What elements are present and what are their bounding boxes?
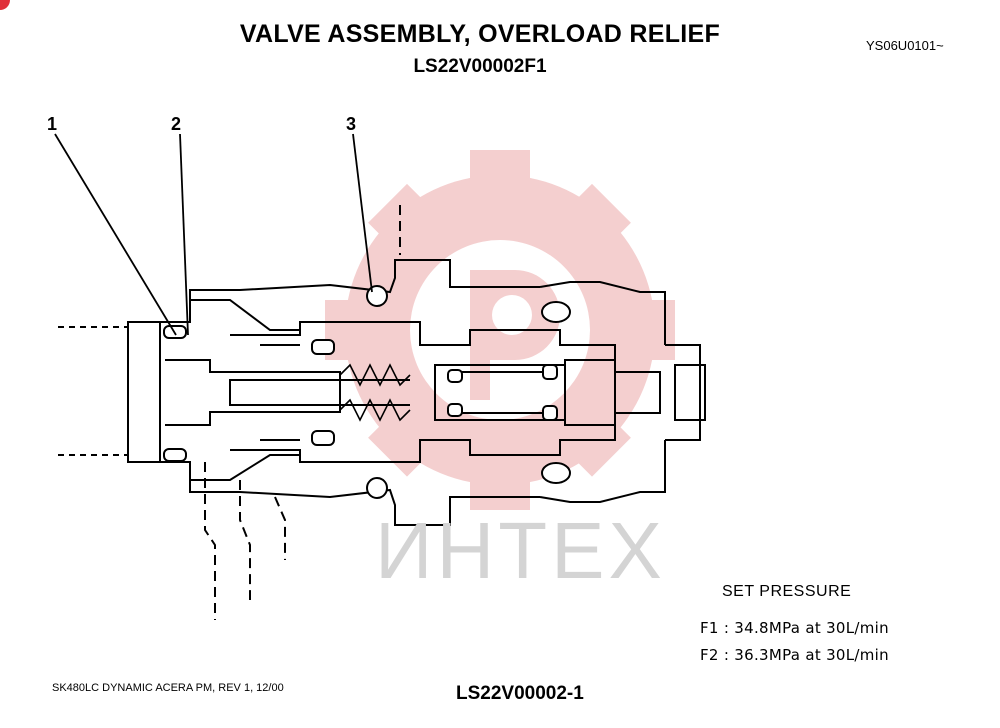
valve-body-outline [58, 205, 706, 620]
leader-lines [54, 133, 373, 336]
footer-drawing-number: LS22V00002-1 [456, 683, 584, 704]
watermark-text: ИНТЕХ [375, 506, 666, 595]
corner-badge [0, 0, 10, 10]
set-pressure-line: F1 : 34.8MPa at 30L/min [700, 619, 889, 637]
set-pressure-line: F2 : 36.3MPa at 30L/min [700, 646, 889, 664]
callout-label: 2 [171, 114, 182, 134]
serial-number: YS06U0101~ [866, 38, 944, 53]
set-pressure-title: SET PRESSURE [722, 583, 852, 600]
callout-label: 3 [346, 114, 357, 134]
seals-and-orings [163, 285, 571, 499]
footer-doc-reference: SK480LC DYNAMIC ACERA PM, REV 1, 12/00 [52, 682, 284, 694]
page-title: VALVE ASSEMBLY, OVERLOAD RELIEF [239, 20, 721, 48]
page-subtitle: LS22V00002F1 [413, 56, 547, 77]
callout-label: 1 [47, 114, 58, 134]
